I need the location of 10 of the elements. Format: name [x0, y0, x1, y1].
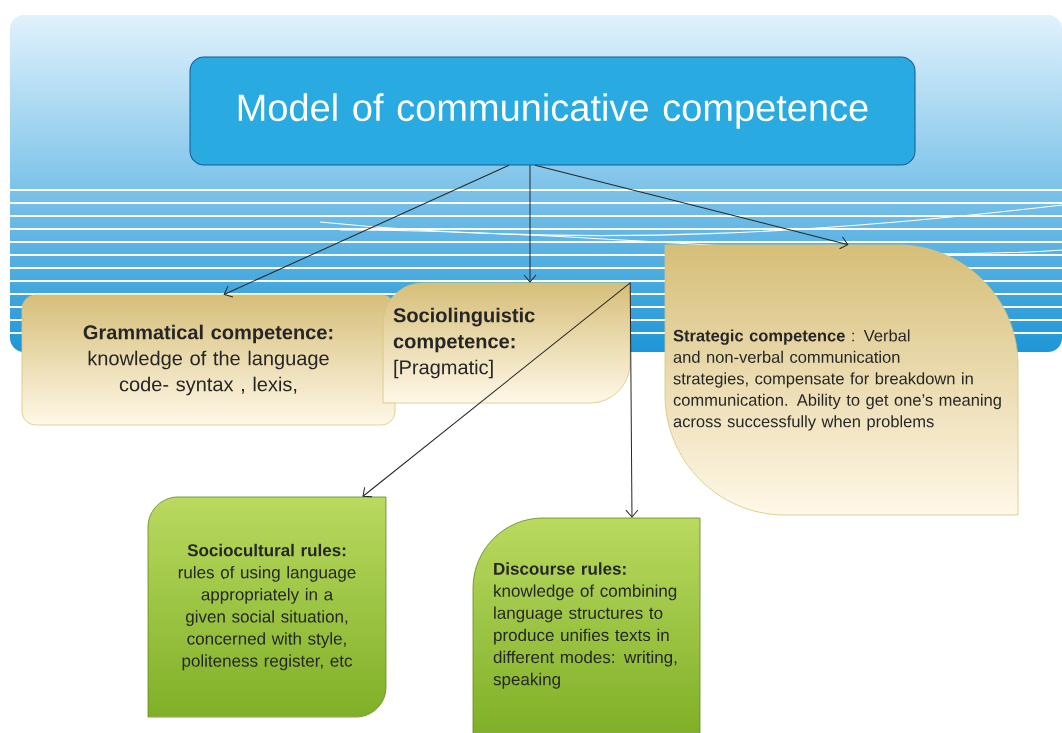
arrow	[534, 164, 849, 250]
arrow	[223, 164, 510, 298]
title-box: Model of communicative competence	[189, 56, 916, 166]
arrow	[625, 282, 639, 518]
rule-box: Discourse rules: knowledge of combining language structures to produce unifies texts in different modes: writing, speaking	[472, 517, 701, 733]
arrow	[362, 282, 631, 498]
competence-box: Strategic competence : Verbal and non-verbal communication strategies, compensate for breakdown in communication. Ability to get one’s meaning across successfully when problems	[664, 244, 1019, 516]
competence-box: Sociolinguistic competence: [Pragmatic]	[382, 282, 631, 404]
rule-box: Sociocultural rules: rules of using language appropriately in a given social situation, concerned with style, politeness register, etc	[147, 496, 387, 718]
arrow	[523, 164, 537, 283]
